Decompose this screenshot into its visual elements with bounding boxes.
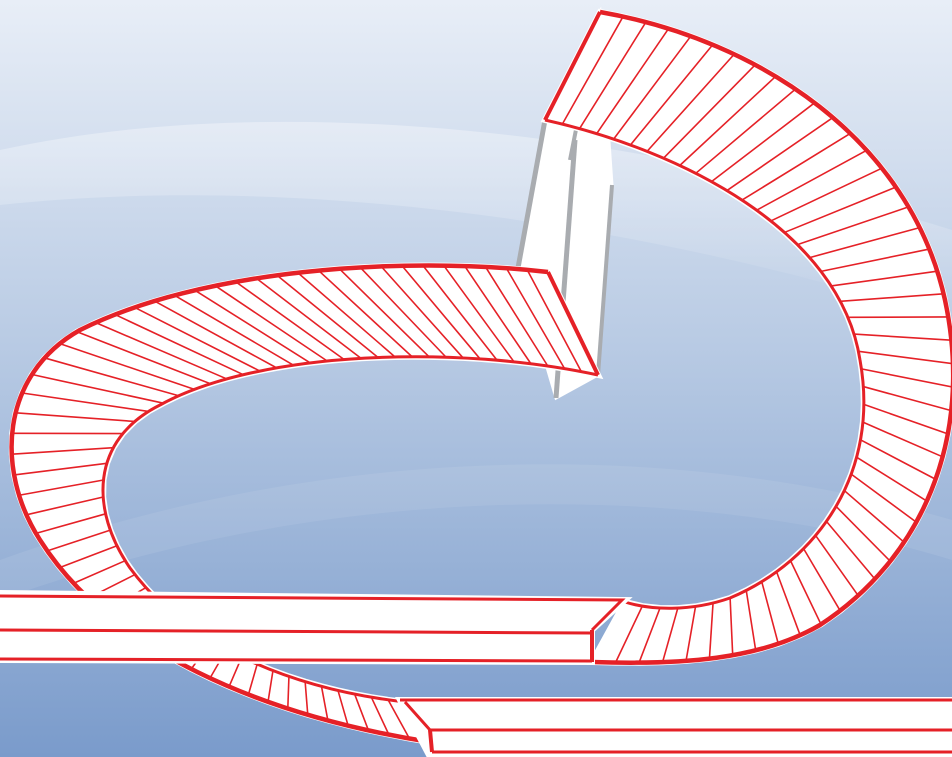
ramp-step-line [840,293,944,303]
ramp-step-line [22,392,149,413]
ramp-step-line [35,513,106,535]
ramp-step-line [359,266,447,358]
ramp-step-line [638,607,661,663]
ramp-step-line [729,597,734,656]
ramp-step-line [809,226,920,259]
ramp-step-line [770,167,883,222]
ramp-step-line [612,35,692,140]
ramp-step-line [595,28,670,135]
ramp-step-line [814,534,859,597]
ramp-step-line [255,277,362,359]
ramp-step-line [174,294,294,366]
ramp-step-line [850,473,917,523]
ramp-step-line [726,116,834,192]
ramp-step-line [338,268,430,358]
ramp-step-line [741,132,851,201]
ramp-step-line [708,602,714,659]
ramp-step-line [134,306,261,372]
ramp-step-line [235,281,345,361]
ramp-step-line [387,699,411,739]
ramp-step-line [784,186,897,234]
ramp-step-line [337,690,349,726]
background-swoosh-lower [0,464,952,600]
ramp-end-caps [428,11,602,753]
ramp-step-line [797,206,909,246]
ramp-step-line [247,663,258,695]
ramp-step-line [73,559,126,585]
ramp-step-line [505,267,566,370]
ramp-step-line [114,313,244,376]
ramp-step-line [287,676,290,709]
ramp-step-line [853,333,952,342]
ramp-step-line [154,300,278,369]
ramp-step-line [304,681,309,715]
ramp-step-line [59,545,118,569]
ramp-step-line [802,548,841,612]
ramp-step-line [695,88,796,174]
ramp-step-line [858,350,952,365]
ramp-step-line [526,269,583,372]
straight-track-middle [0,589,633,666]
ramp-step-line [18,479,104,497]
ramp-inner-edge [544,118,866,610]
ramp-step-line [194,289,311,364]
ramp-step-line [831,270,938,287]
ramp-step-line [856,456,928,502]
ramp-step-line [760,581,780,644]
upper-loop-ramp [540,8,952,666]
ramp-step-line [861,368,952,388]
ramp-step-line [661,607,679,663]
ramp-step-line [561,16,624,125]
ramp-step-line [353,693,370,731]
ramp-step-line [318,269,413,358]
ramp-step-line [422,264,498,361]
ramp-step-line [26,496,104,516]
ramp-step-line [11,446,114,456]
ramp-step-line [14,462,107,476]
ramp-step-line [860,439,936,480]
ramp-step-line [679,75,777,167]
ramp-step-line [863,385,952,412]
ramp-step-line [44,357,179,397]
ramp-step-line [484,266,549,367]
ramp-step-line [401,265,481,360]
ramp-step-line [276,274,379,359]
ramp-step-line [47,529,111,552]
ramp-step-line [31,373,164,404]
ramp-step-line [267,670,274,702]
ramp-step-line [370,696,390,735]
ramp-step-line [380,265,464,359]
ramp-step-line [863,403,949,435]
ramp-step-line [95,321,228,380]
ramp-step-line [789,560,822,625]
ramp-step-line [862,421,943,458]
ramp-step-line [756,149,868,211]
ramp-step-line [820,248,930,273]
ramp-step-line [711,102,816,183]
straight-track-bottom [395,697,952,757]
ramp-step-line [685,606,697,662]
ramp-step-line [76,330,211,385]
ramp-step-line [775,571,801,636]
ramp-step-line [843,489,905,543]
ramp-step-line [745,590,757,651]
ramp-step-line [835,505,891,562]
ramp-step-line [320,686,329,721]
ramp-step-line [629,44,714,146]
ramp-outer-edge [9,263,549,745]
ramp-outer-edge [591,9,952,665]
ramp-step-line [825,520,876,580]
ramp-step-line [646,53,735,152]
ramp-step-line [214,285,328,362]
ramp-step-line [59,342,195,391]
ramp-step-line [443,265,515,363]
ramp-step-line [464,265,532,365]
ramp-step-line [15,411,135,423]
ramp-step-line [662,64,756,159]
ramp-step-line [614,605,644,663]
ramp-step-line [297,272,396,358]
ramp-step-line [578,21,647,130]
